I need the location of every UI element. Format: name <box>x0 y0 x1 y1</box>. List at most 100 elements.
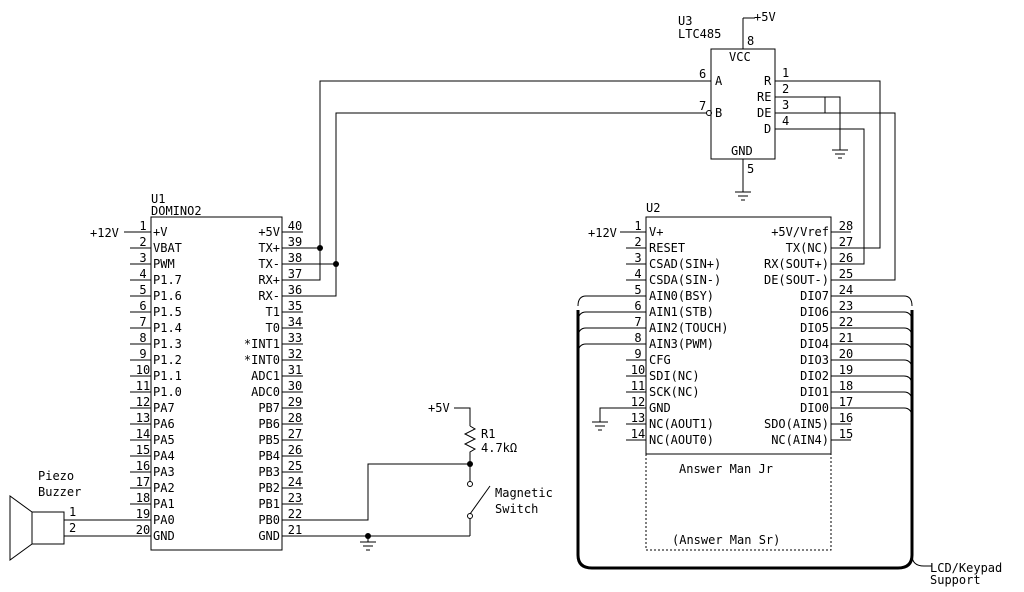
u2-pin-14-num: 14 <box>631 427 645 441</box>
u2-pin-26-name: RX(SOUT+) <box>764 257 829 271</box>
u3-pin-b-name: B <box>715 106 722 120</box>
re-de-ground-symbol <box>832 149 848 159</box>
u1-pin-7-num: 7 <box>139 315 146 329</box>
u2-pin-16-name: SDO(AIN5) <box>764 417 829 431</box>
u1-pin-1-num: 1 <box>139 219 146 233</box>
u2-pin-18-name: DIO1 <box>800 385 829 399</box>
u1-pin-4-num: 4 <box>139 267 146 281</box>
u2-pin-12-name: GND <box>649 401 671 415</box>
u1-pin-38-name: TX- <box>258 257 280 271</box>
u2-pin-22-num: 22 <box>839 315 853 329</box>
u2-pin-27-num: 27 <box>839 235 853 249</box>
u2-pin-19-num: 19 <box>839 363 853 377</box>
u2-pin-23-num: 23 <box>839 299 853 313</box>
u1-pin-24-name: PB2 <box>258 481 280 495</box>
u3-ref: U3 <box>678 14 692 28</box>
u1-pin-8-name: P1.3 <box>153 337 182 351</box>
u2-pin-22-name: DIO5 <box>800 321 829 335</box>
u3-pin-re-num: 2 <box>782 82 789 96</box>
bus-label-line1: LCD/Keypad <box>930 561 1002 575</box>
u3-ground-symbol <box>735 191 751 201</box>
u1-pin-34-name: T0 <box>266 321 280 335</box>
u2-pin-11-name: SCK(NC) <box>649 385 700 399</box>
u1-pin-29-name: PB7 <box>258 401 280 415</box>
u1-pin-15-name: PA4 <box>153 449 175 463</box>
u2-pin-16-num: 16 <box>839 411 853 425</box>
r1-ref: R1 <box>481 427 495 441</box>
u3-gnd-pin: 5 <box>747 162 754 176</box>
u2-ground-symbol <box>592 421 608 431</box>
u2-pin-23-name: DIO6 <box>800 305 829 319</box>
u3-pin-re-name: RE <box>757 90 771 104</box>
u2-pin-15-name: NC(AIN4) <box>771 433 829 447</box>
u1-pin-7-name: P1.4 <box>153 321 182 335</box>
u3-gnd-label: GND <box>731 144 753 158</box>
u2-pin-8-num: 8 <box>634 331 641 345</box>
u3-pin-d-name: D <box>764 122 771 136</box>
u1-pin-39-num: 39 <box>288 235 302 249</box>
u1-pin-22-num: 22 <box>288 507 302 521</box>
u1-pin-17-num: 17 <box>136 475 150 489</box>
u1-pin-31-num: 31 <box>288 363 302 377</box>
wire-u3de-u2de <box>825 112 896 281</box>
wire-pb0-switch <box>303 463 470 521</box>
u1-pin-9-num: 9 <box>139 347 146 361</box>
u3-pin-r-name: R <box>764 74 772 88</box>
u1-pin-14-num: 14 <box>136 427 150 441</box>
buzzer-pin1: 1 <box>69 505 76 519</box>
u2-pin-19-name: DIO2 <box>800 369 829 383</box>
u1-pin-25-num: 25 <box>288 459 302 473</box>
u1-pin-23-num: 23 <box>288 491 302 505</box>
u1-pin-11-name: P1.0 <box>153 385 182 399</box>
magnetic-switch: Magnetic Switch <box>467 464 553 536</box>
u3-pin-a-num: 6 <box>699 67 706 81</box>
u2-pin-24-name: DIO7 <box>800 289 829 303</box>
u1-pin-8-num: 8 <box>139 331 146 345</box>
piezo-buzzer: Piezo Buzzer 1 2 <box>9 469 130 561</box>
u1-pin-11-num: 11 <box>136 379 150 393</box>
u1-pin-35-num: 35 <box>288 299 302 313</box>
u1-pin-19-name: PA0 <box>153 513 175 527</box>
u2-pin-28-name: +5V/Vref <box>771 225 829 239</box>
u3-pin-de-num: 3 <box>782 98 789 112</box>
u2-pin-20-num: 20 <box>839 347 853 361</box>
u2-pin-1-num: 1 <box>634 219 641 233</box>
u2-pin-10-name: SDI(NC) <box>649 369 700 383</box>
u1-pin-34-num: 34 <box>288 315 302 329</box>
u1-pin-36-num: 36 <box>288 283 302 297</box>
u1-pin-20-name: GND <box>153 529 175 543</box>
u1-pin-33-name: *INT1 <box>244 337 280 351</box>
r1-supply: +5V <box>428 401 450 415</box>
u1-pin-24-num: 24 <box>288 475 302 489</box>
u1-pin-30-name: ADC0 <box>251 385 280 399</box>
u1-pin-6-name: P1.5 <box>153 305 182 319</box>
u2-pin-14-name: NC(AOUT0) <box>649 433 714 447</box>
u2-pin-7-num: 7 <box>634 315 641 329</box>
u1-pin-40-num: 40 <box>288 219 302 233</box>
u1-pin-27-num: 27 <box>288 427 302 441</box>
u3-pin-b-num: 7 <box>699 99 706 113</box>
u1-supply: +12V <box>90 226 119 240</box>
u1-pin-28-name: PB6 <box>258 417 280 431</box>
u1-pin-30-num: 30 <box>288 379 302 393</box>
u2-label-jr: Answer Man Jr <box>679 462 773 476</box>
u1-pin-5-num: 5 <box>139 283 146 297</box>
r1-value: 4.7kΩ <box>481 441 517 455</box>
u1-pin-31-name: ADC1 <box>251 369 280 383</box>
u1-pin-21-num: 21 <box>288 523 302 537</box>
u1-part: DOMINO2 <box>151 204 202 218</box>
buzzer-pin2: 2 <box>69 521 76 535</box>
u1-pin-5-name: P1.6 <box>153 289 182 303</box>
u3-pin-b-inversion-bubble <box>706 110 712 116</box>
u1-pin-3-name: PWM <box>153 257 175 271</box>
u2-supply: +12V <box>588 226 617 240</box>
u2-pin-26-num: 26 <box>839 251 853 265</box>
u1-ref: U1 <box>151 192 165 206</box>
u2-pin-8-name: AIN3(PWM) <box>649 337 714 351</box>
u2-pin-11-num: 11 <box>631 379 645 393</box>
u1-pin-40-name: +5V <box>258 225 280 239</box>
u3-supply: +5V <box>754 10 776 24</box>
